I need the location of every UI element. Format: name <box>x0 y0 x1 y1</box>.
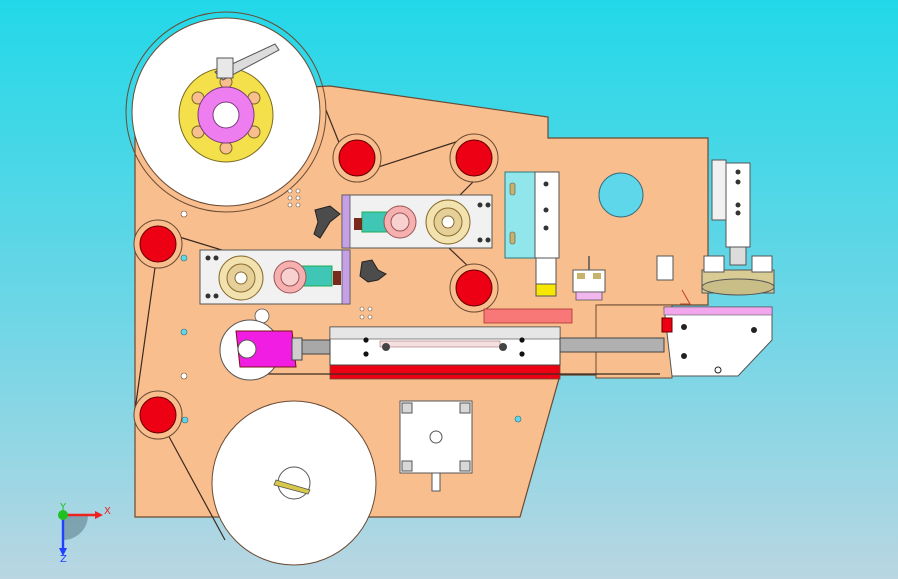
tension-assembly-upper[interactable] <box>313 194 493 249</box>
label-holder[interactable] <box>219 319 303 381</box>
sensor-hole <box>180 254 188 262</box>
guide-roller-4[interactable] <box>449 263 499 313</box>
supply-reel[interactable] <box>125 11 327 213</box>
stepper-motor[interactable] <box>399 400 473 492</box>
sensor-hole <box>514 415 522 423</box>
axis-y-label: Y <box>59 502 67 513</box>
rewind-reel[interactable] <box>211 400 377 566</box>
tension-assembly-lower[interactable] <box>199 249 387 305</box>
guide-roller-1[interactable] <box>332 133 382 183</box>
label-sensor[interactable] <box>572 256 606 301</box>
knob-lower[interactable] <box>359 259 387 283</box>
guide-roller-5[interactable] <box>133 390 183 440</box>
press-block[interactable] <box>661 306 773 377</box>
sensor-bracket[interactable] <box>504 171 560 297</box>
peel-strip <box>483 308 573 324</box>
sensor-hole <box>181 416 189 424</box>
axis-x-label: X <box>104 506 111 517</box>
applicator-cylinder[interactable] <box>299 326 665 366</box>
coordinate-triad: X Y Z <box>58 502 111 565</box>
sensor-hole <box>180 328 188 336</box>
knob-upper[interactable] <box>313 205 341 239</box>
lower-strip <box>329 364 561 380</box>
guide-roller-2[interactable] <box>449 133 499 183</box>
plate-holes <box>180 188 373 380</box>
axis-z-label: Z <box>60 554 67 565</box>
guide-roller-3[interactable] <box>133 219 183 269</box>
vertical-cylinder[interactable] <box>701 159 775 296</box>
proximity-sensor <box>656 255 674 281</box>
through-hole <box>598 172 644 218</box>
